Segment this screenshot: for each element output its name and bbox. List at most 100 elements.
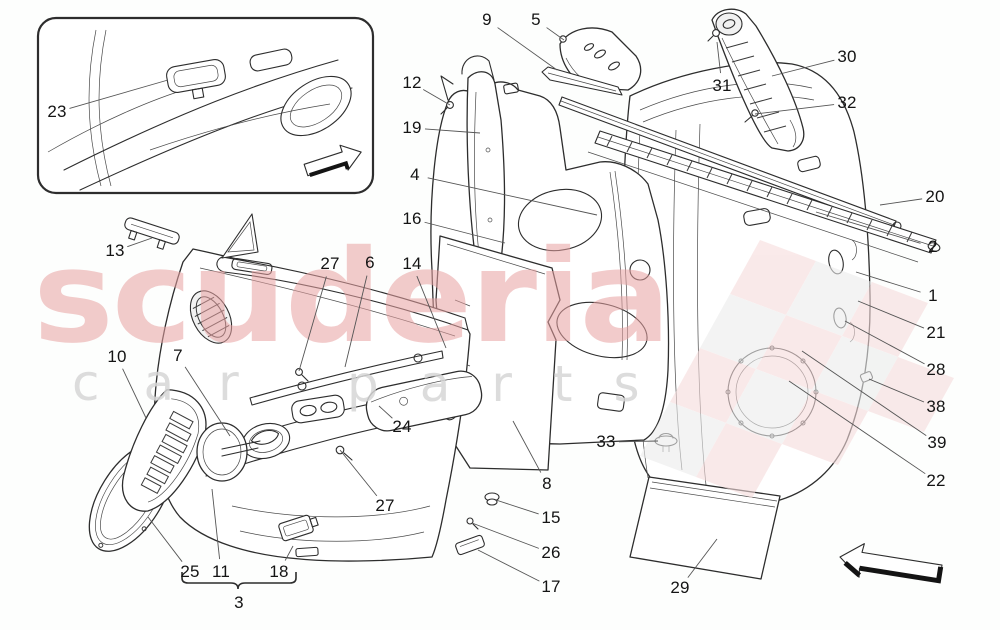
leader-line-8: [512, 420, 542, 473]
leader-line-13: [127, 237, 153, 248]
callout-6: 6: [365, 253, 375, 272]
flag-cell: [812, 336, 898, 411]
callout-33: 33: [596, 432, 616, 451]
leader-line-6: [344, 275, 368, 368]
leader-line-27: [298, 276, 327, 372]
flag-cell: [786, 261, 872, 336]
group-bracket-3: [181, 572, 297, 590]
sound-deadening-sheet: [629, 476, 781, 580]
flag-cell: [640, 402, 726, 477]
callout-16: 16: [402, 209, 422, 228]
strip-shadow-line: [587, 151, 919, 263]
leader-lines: [69, 27, 927, 582]
lamp-lens-17: [455, 534, 485, 556]
flag-cell: [696, 423, 782, 498]
flag-cell: [756, 315, 842, 390]
leader-line-26: [471, 522, 540, 549]
trim-insert-strip: [249, 350, 444, 406]
leader-line-24: [378, 405, 393, 419]
leader-line-21: [857, 300, 925, 329]
callout-27: 27: [320, 254, 340, 273]
callout-10: 10: [107, 347, 127, 366]
callout-24: 24: [392, 417, 412, 436]
callout-32: 32: [837, 93, 857, 112]
leader-line-28: [844, 320, 925, 365]
b-pillar-trim: [711, 8, 805, 152]
leader-line-15: [495, 499, 539, 515]
flag-cell: [730, 240, 816, 315]
leader-line-31: [716, 41, 721, 74]
speaker-trim-ring: [196, 422, 261, 482]
callout-5: 5: [531, 10, 541, 29]
inset-switch-bezel: [166, 59, 226, 100]
door-pull-handle: [121, 389, 207, 512]
leader-line-25: [147, 516, 183, 562]
callout-22: 22: [926, 471, 946, 490]
callout-18: 18: [269, 562, 289, 581]
callout-12: 12: [402, 73, 422, 92]
leader-line-33: [618, 440, 659, 443]
leader-line-20: [879, 198, 923, 206]
inset-detail-box: [36, 16, 375, 195]
callout-11: 11: [211, 562, 231, 581]
main-direction-arrow: [839, 543, 944, 584]
leader-line-38: [868, 378, 925, 403]
callout-7: 7: [173, 346, 183, 365]
leader-line-14: [416, 275, 447, 349]
callout-25: 25: [180, 562, 200, 581]
leader-line-2: [815, 211, 921, 244]
clip-15: [484, 492, 500, 506]
leader-line-29: [687, 538, 718, 578]
leader-line-9: [497, 27, 558, 71]
flag-cell: [670, 348, 756, 423]
callout-27: 27: [375, 496, 395, 515]
inset-direction-arrow: [303, 144, 362, 177]
callout-14: 14: [402, 254, 422, 273]
callout-15: 15: [541, 508, 561, 527]
screw-26: [466, 517, 479, 530]
leader-line-39: [801, 350, 927, 437]
watermark-tagline: car parts: [72, 354, 681, 413]
leader-line-5: [546, 27, 565, 41]
leader-line-16: [424, 221, 506, 244]
leader-line-27: [339, 449, 378, 497]
flag-cell: [700, 294, 786, 369]
screw-27-upper: [295, 368, 309, 382]
watermark-tagline-word2: parts: [347, 355, 681, 413]
callout-28: 28: [926, 360, 946, 379]
callout-17: 17: [541, 577, 561, 596]
leader-line-4: [427, 177, 598, 216]
callout-30: 30: [837, 47, 857, 66]
seal-strip-9: [541, 66, 623, 96]
flag-cell: [782, 390, 868, 465]
screw-32: [744, 109, 759, 123]
callout-21: 21: [926, 323, 946, 342]
corner-trim-triangle: [221, 213, 259, 259]
leader-line-11: [211, 488, 221, 560]
callout-1: 1: [928, 286, 938, 305]
leader-line-22: [788, 380, 926, 475]
callout-23: 23: [47, 102, 67, 121]
leader-line-10: [122, 368, 147, 419]
courtesy-lamp: [278, 514, 319, 542]
leader-line-17: [477, 549, 540, 582]
air-vent-grille: [189, 290, 233, 344]
flag-cell: [842, 282, 928, 357]
leader-line-30: [771, 59, 835, 77]
flag-cell: [726, 369, 812, 444]
leader-line-23: [69, 79, 169, 109]
watermark-tagline-word1: car: [72, 354, 283, 412]
callout-13: 13: [105, 241, 125, 260]
callout-29: 29: [670, 578, 690, 597]
callout-8: 8: [542, 474, 552, 493]
callout-20: 20: [925, 187, 945, 206]
screw-31: [707, 29, 720, 42]
callout-38: 38: [926, 397, 946, 416]
callout-2: 2: [928, 237, 938, 256]
callout-19: 19: [402, 118, 422, 137]
door-handle-cup: [241, 422, 291, 460]
leader-line-1: [855, 271, 921, 293]
callout-9: 9: [482, 10, 492, 29]
